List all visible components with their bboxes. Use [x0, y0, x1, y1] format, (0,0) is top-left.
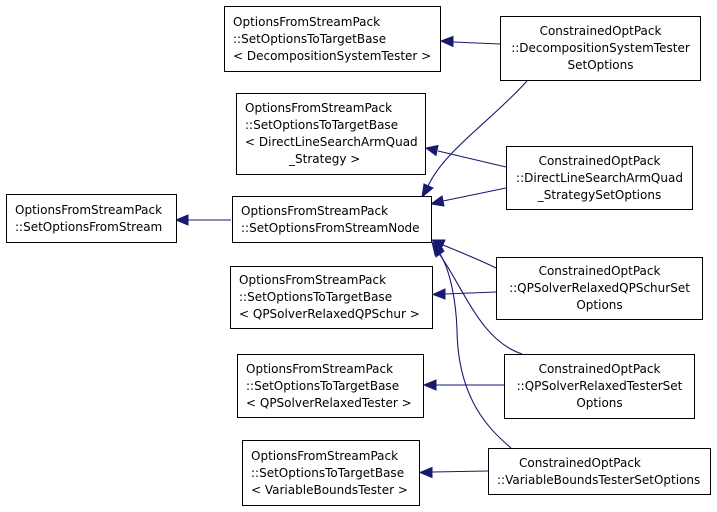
- node-line: ::SetOptionsToTargetBase: [239, 290, 393, 304]
- node-line: OptionsFromStreamPack: [251, 448, 399, 463]
- edge-dls-to-node: [442, 187, 507, 202]
- node-line: ::DecompositionSystemTester: [511, 41, 690, 55]
- node-line: ::VariableBoundsTesterSetOptions: [497, 472, 701, 487]
- edge-arrowhead: [174, 214, 189, 226]
- node-line: ::SetOptionsToTargetBase: [233, 31, 387, 46]
- node-line: ::QPSolverRelaxedTesterSet: [516, 379, 683, 393]
- node-line: OptionsFromStreamPack: [233, 14, 381, 29]
- edge-arrowhead: [431, 288, 446, 300]
- node-target-base-direct-line-search[interactable]: OptionsFromStreamPack ::SetOptionsToTarg…: [236, 93, 426, 175]
- node-target-base-qp-schur[interactable]: OptionsFromStreamPack ::SetOptionsToTarg…: [230, 266, 433, 329]
- node-target-base-decomposition[interactable]: OptionsFromStreamPack ::SetOptionsToTarg…: [224, 6, 441, 72]
- node-line: ConstrainedOptPack: [538, 362, 661, 376]
- node-line: < QPSolverRelaxedTester >: [246, 395, 412, 410]
- edge-decomp-to-targetbase: [452, 41, 501, 45]
- node-decomposition-set-options[interactable]: ConstrainedOptPack ::DecompositionSystem…: [500, 16, 701, 81]
- node-line: ConstrainedOptPack: [538, 264, 661, 278]
- node-line: ::QPSolverRelaxedQPSchurSet: [509, 281, 690, 295]
- node-line: ::SetOptionsFromStreamNode: [241, 220, 420, 235]
- node-line: ::SetOptionsFromStream: [15, 219, 163, 234]
- node-line: Options: [576, 298, 623, 312]
- edge-qptester-to-node: [437, 251, 523, 355]
- node-line: _Strategy >: [289, 152, 361, 166]
- node-line: OptionsFromStreamPack: [15, 202, 163, 217]
- edge-dls-to-targetbase: [437, 150, 507, 168]
- node-direct-line-search-set-options[interactable]: ConstrainedOptPack ::DirectLineSearchArm…: [506, 146, 693, 210]
- node-line: OptionsFromStreamPack: [239, 273, 387, 287]
- edge-decomp-to-node: [427, 80, 528, 187]
- node-line: < DirectLineSearchArmQuad: [245, 135, 418, 149]
- edge-arrowhead: [429, 195, 445, 207]
- node-line: OptionsFromStreamPack: [246, 361, 394, 376]
- node-line: < QPSolverRelaxedQPSchur >: [239, 307, 420, 321]
- node-line: ::SetOptionsToTargetBase: [246, 378, 400, 393]
- node-line: SetOptions: [567, 58, 634, 72]
- node-line: ConstrainedOptPack: [539, 24, 662, 38]
- node-line: OptionsFromStreamPack: [245, 101, 393, 115]
- node-line: Options: [576, 396, 623, 410]
- node-target-base-variable-bounds[interactable]: OptionsFromStreamPack ::SetOptionsToTarg…: [242, 440, 420, 506]
- node-line: ::SetOptionsToTargetBase: [245, 118, 399, 132]
- edge-arrowhead: [433, 242, 445, 258]
- edge-arrowhead: [422, 379, 437, 391]
- edge-arrowhead: [424, 144, 439, 157]
- node-line: ::SetOptionsToTargetBase: [251, 465, 405, 480]
- node-qp-tester-set-options[interactable]: ConstrainedOptPack ::QPSolverRelaxedTest…: [504, 354, 695, 419]
- node-line: OptionsFromStreamPack: [241, 203, 389, 218]
- node-line: ::DirectLineSearchArmQuad: [516, 170, 683, 185]
- node-line: _StrategySetOptions: [537, 187, 662, 202]
- edge-arrowhead: [439, 35, 454, 48]
- node-line: < DecompositionSystemTester >: [233, 48, 432, 63]
- node-set-options-from-stream-node[interactable]: OptionsFromStreamPack ::SetOptionsFromSt…: [232, 196, 432, 243]
- node-variable-bounds-set-options[interactable]: ConstrainedOptPack ::VariableBoundsTeste…: [488, 448, 711, 495]
- edge-arrowhead: [421, 183, 434, 199]
- edge-qpschur-to-node: [442, 244, 497, 269]
- edge-varbounds-to-targetbase: [431, 470, 489, 473]
- node-set-options-from-stream[interactable]: OptionsFromStreamPack ::SetOptionsFromSt…: [6, 194, 177, 243]
- node-qp-schur-set-options[interactable]: ConstrainedOptPack ::QPSolverRelaxedQPSc…: [496, 257, 703, 320]
- node-line: < VariableBoundsTester >: [251, 482, 408, 497]
- edge-arrowhead: [418, 466, 433, 479]
- node-line: ConstrainedOptPack: [538, 153, 661, 168]
- node-line: ConstrainedOptPack: [519, 455, 641, 470]
- edge-varbounds-to-node: [439, 253, 512, 449]
- node-target-base-qp-tester[interactable]: OptionsFromStreamPack ::SetOptionsToTarg…: [237, 354, 424, 418]
